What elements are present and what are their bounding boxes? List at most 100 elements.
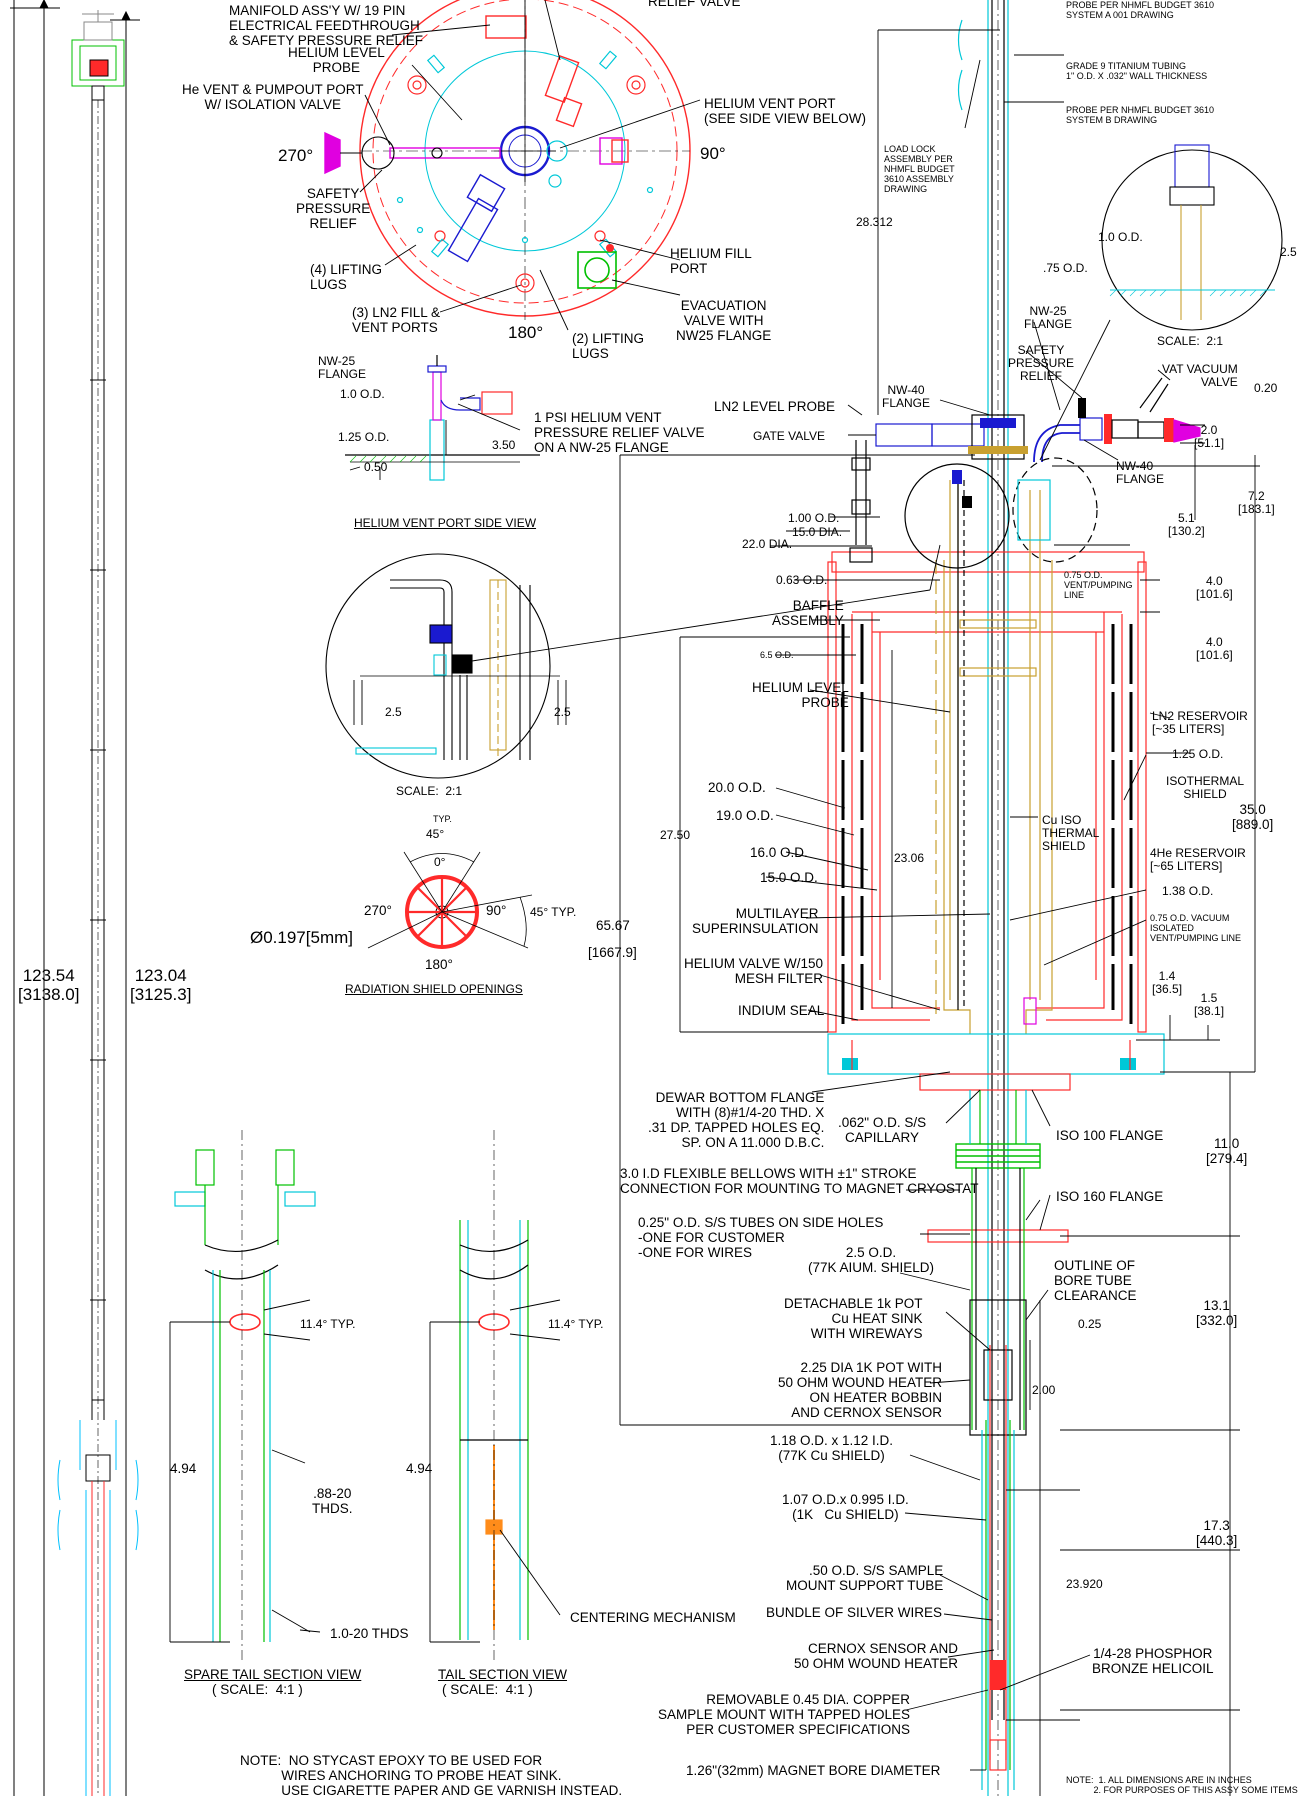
label-relief-valve: RELIEF VALVE — [648, 0, 741, 9]
tail-spare-scale: ( SCALE: 4:1 ) — [212, 1682, 303, 1697]
label-lifting-lugs-2: (2) LIFTING LUGS — [572, 331, 645, 361]
vent-od-10: 1.0 O.D. — [340, 387, 385, 401]
cryo-od-138: 1.38 O.D. — [1162, 884, 1214, 898]
cryo-72: 7.2 [183.1] — [1238, 489, 1275, 516]
cryo-cernox: CERNOX SENSOR AND 50 OHM WOUND HEATER — [794, 1641, 959, 1671]
spare-tail-view — [174, 1130, 316, 1660]
cryo-cu1k: 1.07 O.D.x 0.995 I.D. (1K Cu SHIELD) — [782, 1492, 909, 1522]
cryo-ln2-res: LN2 RESERVOIR [~35 LITERS] — [1152, 709, 1248, 736]
label-safety-relief-top: SAFETY PRESSURE RELIEF — [296, 186, 371, 231]
cryo-dia-220: 22.0 DIA. — [742, 537, 793, 551]
cryo-he-res: 4He RESERVOIR [~65 LITERS] — [1150, 846, 1246, 873]
label-load-lock: LOAD LOCK ASSEMBLY PER NHMFL BUDGET 3610… — [884, 144, 955, 194]
tail-494b: 4.94 — [406, 1461, 433, 1476]
cryo-od-150: 15.0 O.D. — [760, 870, 818, 885]
tail-centering: CENTERING MECHANISM — [570, 1610, 736, 1625]
cryo-od-100: 1.00 O.D. — [788, 511, 840, 525]
shield-90: 90° — [486, 903, 507, 918]
tail-thds-10: 1.0-20 THDS — [330, 1626, 409, 1641]
cryo-40b: 4.0 [101.6] — [1196, 635, 1233, 662]
cryo-he-level: HELIUM LEVEL PROBE — [752, 680, 849, 710]
detail-left-b: 2.5 — [554, 705, 571, 719]
cryo-indium: INDIUM SEAL — [738, 1003, 825, 1018]
probe-head — [71, 10, 125, 101]
label-evacuation-valve: EVACUATION VALVE WITH NW25 FLANGE — [676, 298, 772, 343]
label-probe-budget-b: PROBE PER NHMFL BUDGET 3610 SYSTEM B DRA… — [1066, 105, 1215, 125]
cryo-131: 13.1 [332.0] — [1196, 1298, 1238, 1328]
cryo-40a: 4.0 [101.6] — [1196, 574, 1233, 601]
cryo-mli: MULTILAYER SUPERINSULATION — [692, 906, 819, 936]
cryo-173: 17.3 [440.3] — [1196, 1518, 1238, 1548]
cryo-gate-valve: GATE VALVE — [753, 429, 826, 443]
cryo-od-160: 16.0 O.D. — [750, 845, 808, 860]
shield-0: 0° — [434, 855, 446, 869]
cryo-nw40-top: NW-40 FLANGE — [882, 383, 931, 410]
detail-circle-left — [325, 553, 560, 779]
cryo-iso160: ISO 160 FLANGE — [1056, 1189, 1164, 1204]
cryo-od-125: 1.25 O.D. — [1172, 747, 1224, 761]
shield-title: RADIATION SHIELD OPENINGS — [345, 982, 523, 996]
label-manifold: MANIFOLD ASS'Y W/ 19 PIN ELECTRICAL FEED… — [229, 3, 424, 48]
cryo-200: 2.00 — [1032, 1383, 1056, 1397]
cryo-15: 1.5 [38.1] — [1194, 991, 1225, 1018]
cryo-iso100: ISO 100 FLANGE — [1056, 1128, 1164, 1143]
cryo-350: 35.0 [889.0] — [1232, 802, 1274, 832]
vent-050: 0.50 — [364, 460, 388, 474]
cryo-bore-outline: OUTLINE OF BORE TUBE CLEARANCE — [1054, 1258, 1137, 1303]
top-view-leaders — [359, 0, 701, 331]
cryo-dia-150: 15.0 DIA. — [792, 525, 843, 539]
tail-typ-b: 11.4° TYP. — [548, 1317, 604, 1331]
tail-494a: 4.94 — [170, 1461, 197, 1476]
cryo-23920: 23.920 — [1066, 1577, 1103, 1591]
cryo-pot-heater: 2.25 DIA 1K POT WITH 50 OHM WOUND HEATER… — [778, 1360, 943, 1420]
shield-45: 45° — [426, 827, 445, 841]
note-main: NOTE: NO STYCAST EPOXY TO BE USED FOR WI… — [240, 1753, 623, 1796]
tail-thds-88: .88-20 THDS. — [312, 1486, 353, 1516]
cryo-od-190: 19.0 O.D. — [716, 808, 774, 823]
shield-dia: Ø0.197[5mm] — [250, 928, 353, 947]
label-180-top: 180° — [508, 323, 544, 342]
cryo-cu77: 1.18 O.D. x 1.12 I.D. (77K Cu SHIELD) — [770, 1433, 894, 1463]
vent-od-125: 1.25 O.D. — [338, 430, 390, 444]
cryo-vac-line: 0.75 O.D. VACUUM ISOLATED VENT/PUMPING L… — [1150, 913, 1242, 943]
shield-270: 270° — [364, 903, 392, 918]
cryo-baffle: BAFFLE ASSEMBLY — [772, 598, 844, 628]
cryo-support: .50 O.D. S/S SAMPLE MOUNT SUPPORT TUBE — [786, 1563, 944, 1593]
misc-dims — [169, 394, 941, 1643]
cryostat-leaders — [619, 29, 1260, 1796]
shield-45typ: 45° TYP. — [530, 905, 577, 919]
tail-title: TAIL SECTION VIEW — [438, 1667, 568, 1682]
label-helium-level-probe: HELIUM LEVEL PROBE — [288, 45, 385, 75]
cryo-ln2-probe: LN2 LEVEL PROBE — [714, 399, 836, 414]
tail-section-view — [459, 1130, 529, 1660]
vent-relief: 1 PSI HELIUM VENT PRESSURE RELIEF VALVE … — [534, 410, 705, 455]
cryo-110: 11.0 [279.4] — [1206, 1136, 1248, 1166]
label-ln2-fill: (3) LN2 FILL & VENT PORTS — [352, 305, 441, 335]
cryo-020: 0.20 — [1254, 381, 1278, 395]
label-titanium: GRADE 9 TITANIUM TUBING 1" O.D. X .032" … — [1066, 61, 1208, 81]
detail-left-a: 2.5 — [385, 705, 402, 719]
probe-12304: 123.04 [3125.3] — [130, 966, 192, 1004]
cryo-od-200: 20.0 O.D. — [708, 780, 766, 795]
vent-port-side-view — [345, 355, 540, 481]
cryo-safety: SAFETY PRESSURE RELIEF — [1008, 343, 1075, 383]
cryo-nw40-right: NW-40 FLANGE — [1116, 459, 1165, 486]
cryo-vat: VAT VACUUM VALVE — [1162, 362, 1238, 389]
shield-180: 180° — [425, 957, 453, 972]
cryo-mount: REMOVABLE 0.45 DIA. COPPER SAMPLE MOUNT … — [658, 1692, 911, 1737]
cryo-6567: 65.67 — [596, 918, 630, 933]
label-lifting-lugs-4: (4) LIFTING LUGS — [310, 262, 383, 292]
cryo-bellows: 3.0 I.D FLEXIBLE BELLOWS WITH ±1" STROKE… — [620, 1166, 979, 1196]
cryo-od-65: 6.5 O.D. — [760, 650, 794, 660]
cryo-he-valve: HELIUM VALVE W/150 MESH FILTER — [684, 956, 824, 986]
tail-scale: ( SCALE: 4:1 ) — [442, 1682, 533, 1697]
cryo-2306: 23.06 — [894, 851, 925, 865]
label-28312: 28.312 — [856, 215, 893, 229]
tail-typ-a: 11.4° TYP. — [300, 1317, 356, 1331]
cryo-cu-iso: Cu ISO THERMAL SHIELD — [1042, 813, 1100, 853]
label-helium-vent-port: HELIUM VENT PORT (SEE SIDE VIEW BELOW) — [704, 96, 867, 126]
cryo-025: 0.25 — [1078, 1317, 1102, 1331]
detail-right-scale: SCALE: 2:1 — [1157, 334, 1224, 348]
shield-openings-view — [367, 851, 533, 949]
shield-typ: TYP. — [433, 814, 452, 824]
